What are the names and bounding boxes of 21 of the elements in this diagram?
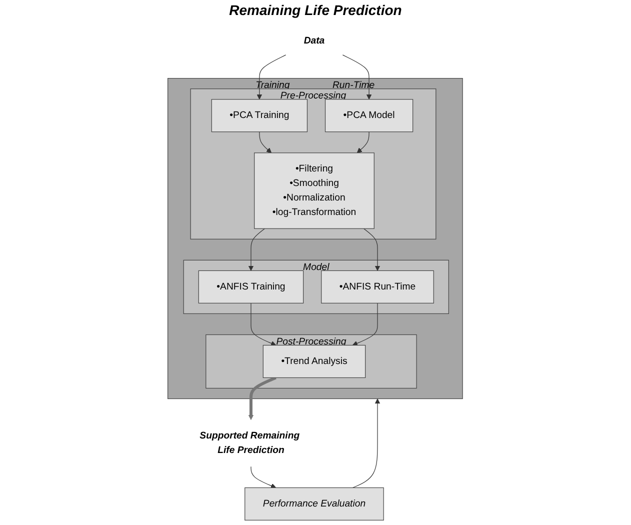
arrow: [342, 54, 372, 100]
node-box: •Filtering •Smoothing •Normalization •log-Transformation: [254, 152, 375, 229]
arrow: [250, 302, 276, 346]
arrow: [259, 132, 272, 154]
arrow: [257, 54, 286, 100]
arrow: [248, 376, 277, 420]
node-box: •Trend Analysis: [263, 344, 366, 378]
node-box: •ANFIS Run-Time: [321, 270, 434, 304]
node-text: Supported Remaining Life Prediction: [200, 430, 300, 456]
arrow: [248, 228, 266, 271]
arrow: [352, 398, 380, 488]
note-text: Remaining Life Prediction: [229, 2, 402, 18]
node-box: •PCA Training: [212, 99, 308, 132]
node-box: •ANFIS Training: [198, 270, 304, 304]
node-text: Data: [304, 36, 325, 46]
arrow: [357, 132, 370, 154]
arrow: [250, 466, 276, 488]
node-box: Performance Evaluation: [244, 487, 384, 520]
arrow: [364, 228, 380, 271]
node-box: •PCA Model: [325, 99, 414, 132]
arrow: [352, 302, 378, 346]
